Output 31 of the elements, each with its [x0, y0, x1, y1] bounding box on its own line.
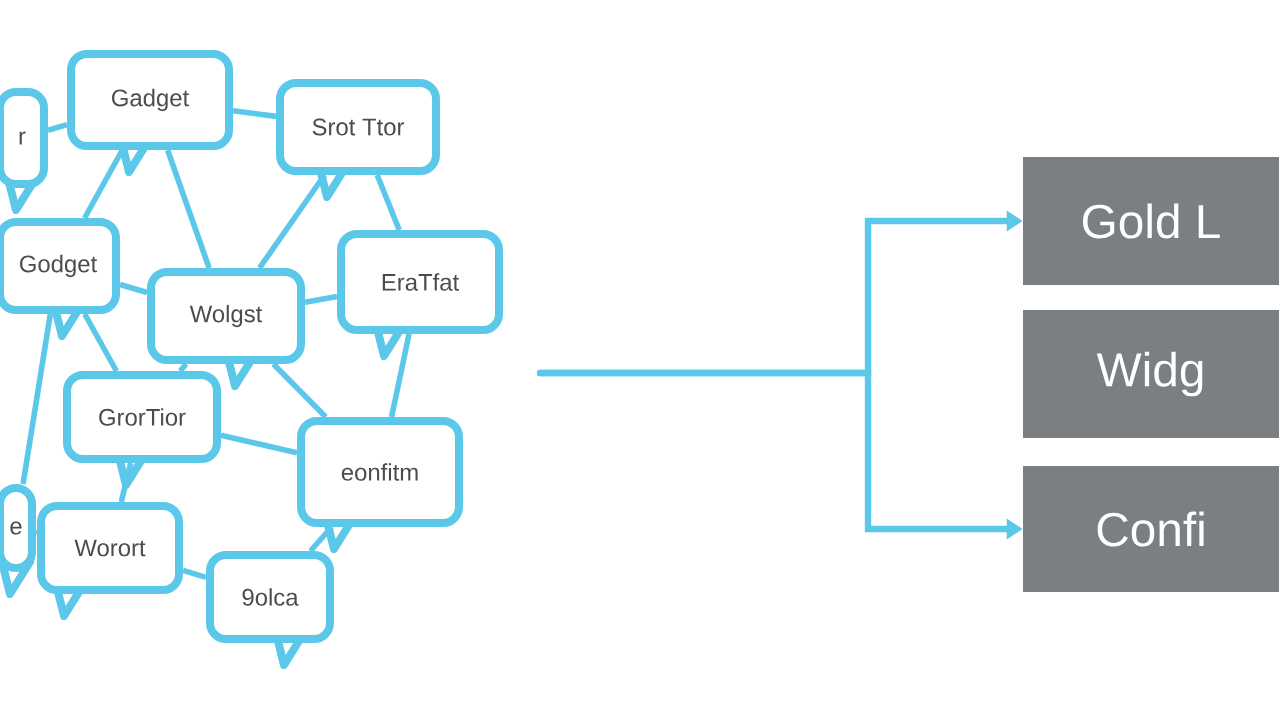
node-label: 9olca	[242, 588, 299, 606]
speech-bubble: EraTfat	[337, 230, 503, 360]
speech-bubble: Godget	[0, 218, 120, 340]
speech-bubble: Wolgst	[147, 268, 305, 390]
connector-line	[20, 313, 54, 485]
label-box: Gold L	[1023, 157, 1279, 285]
connector-line	[164, 149, 212, 269]
label-box: Confi	[1023, 466, 1279, 592]
speech-bubble: GrorTior	[63, 371, 221, 489]
speech-bubble: 9olca	[206, 551, 334, 669]
connector-line	[220, 432, 298, 456]
connector-line	[82, 312, 119, 373]
speech-bubble: r	[0, 88, 48, 214]
connector-line	[308, 525, 334, 553]
speech-bubble: Worort	[37, 502, 183, 620]
speech-bubble: Gadget	[67, 50, 233, 176]
speech-bubble: Srot Ttor	[276, 79, 440, 201]
connector-line	[178, 362, 189, 373]
connector-line	[304, 293, 338, 305]
speech-bubble: e	[0, 484, 36, 598]
connector-line	[271, 362, 328, 419]
connector-line	[388, 333, 412, 418]
connector-line	[47, 121, 68, 133]
label-box: Widg	[1023, 310, 1279, 438]
connector-line	[182, 567, 207, 581]
connector-line	[232, 108, 277, 120]
connector-line	[35, 529, 38, 536]
connector-line	[374, 173, 402, 232]
connector-line	[119, 281, 148, 296]
connector-line	[82, 148, 125, 220]
speech-bubble: eonfitm	[297, 417, 463, 553]
